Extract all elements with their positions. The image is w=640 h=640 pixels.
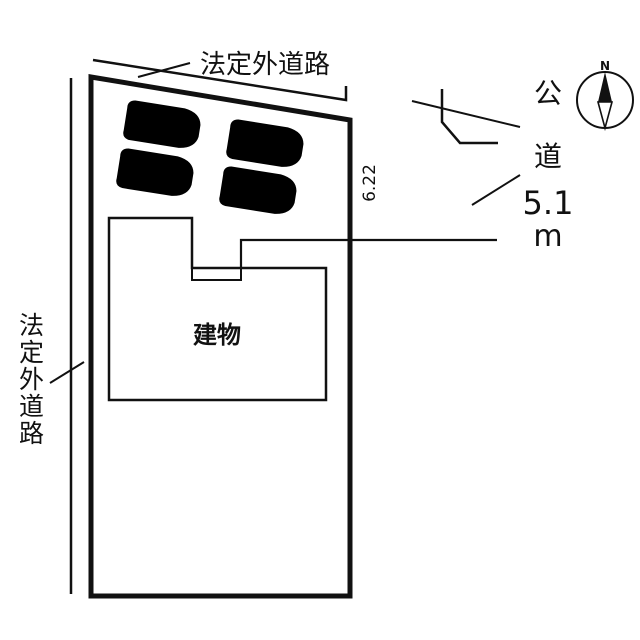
compass-south-arrow-icon bbox=[596, 101, 614, 132]
public-road-width-unit: m bbox=[533, 219, 562, 254]
entrance-notch bbox=[191, 268, 242, 281]
parked-car bbox=[115, 147, 196, 199]
compass-north-arrow-icon bbox=[598, 72, 612, 102]
lot-boundary bbox=[88, 74, 353, 599]
parked-car bbox=[218, 165, 299, 217]
building-outline bbox=[107, 216, 328, 402]
compass: N bbox=[576, 59, 634, 132]
left-road-label: 法定外道路 bbox=[16, 312, 45, 447]
parked-car bbox=[225, 118, 306, 170]
left-road-leader bbox=[49, 361, 85, 384]
compass-north-label: N bbox=[600, 59, 610, 73]
parked-car bbox=[122, 99, 203, 151]
public-road-edge bbox=[440, 89, 498, 145]
top-road-label: 法定外道路 bbox=[200, 50, 330, 80]
public-road-width-value: 5.1 bbox=[523, 184, 574, 222]
public-road-kanji-1: 公 bbox=[534, 77, 562, 110]
top-road-leader bbox=[137, 62, 191, 78]
public-road-centerline bbox=[411, 100, 521, 128]
frontage-dimension: 6.22 bbox=[360, 164, 380, 202]
building-label: 建物 bbox=[193, 321, 241, 349]
public-road-kanji-2: 道 bbox=[534, 140, 562, 173]
access-line bbox=[239, 238, 497, 268]
top-road-line bbox=[92, 58, 348, 102]
public-road-leader bbox=[471, 174, 521, 206]
